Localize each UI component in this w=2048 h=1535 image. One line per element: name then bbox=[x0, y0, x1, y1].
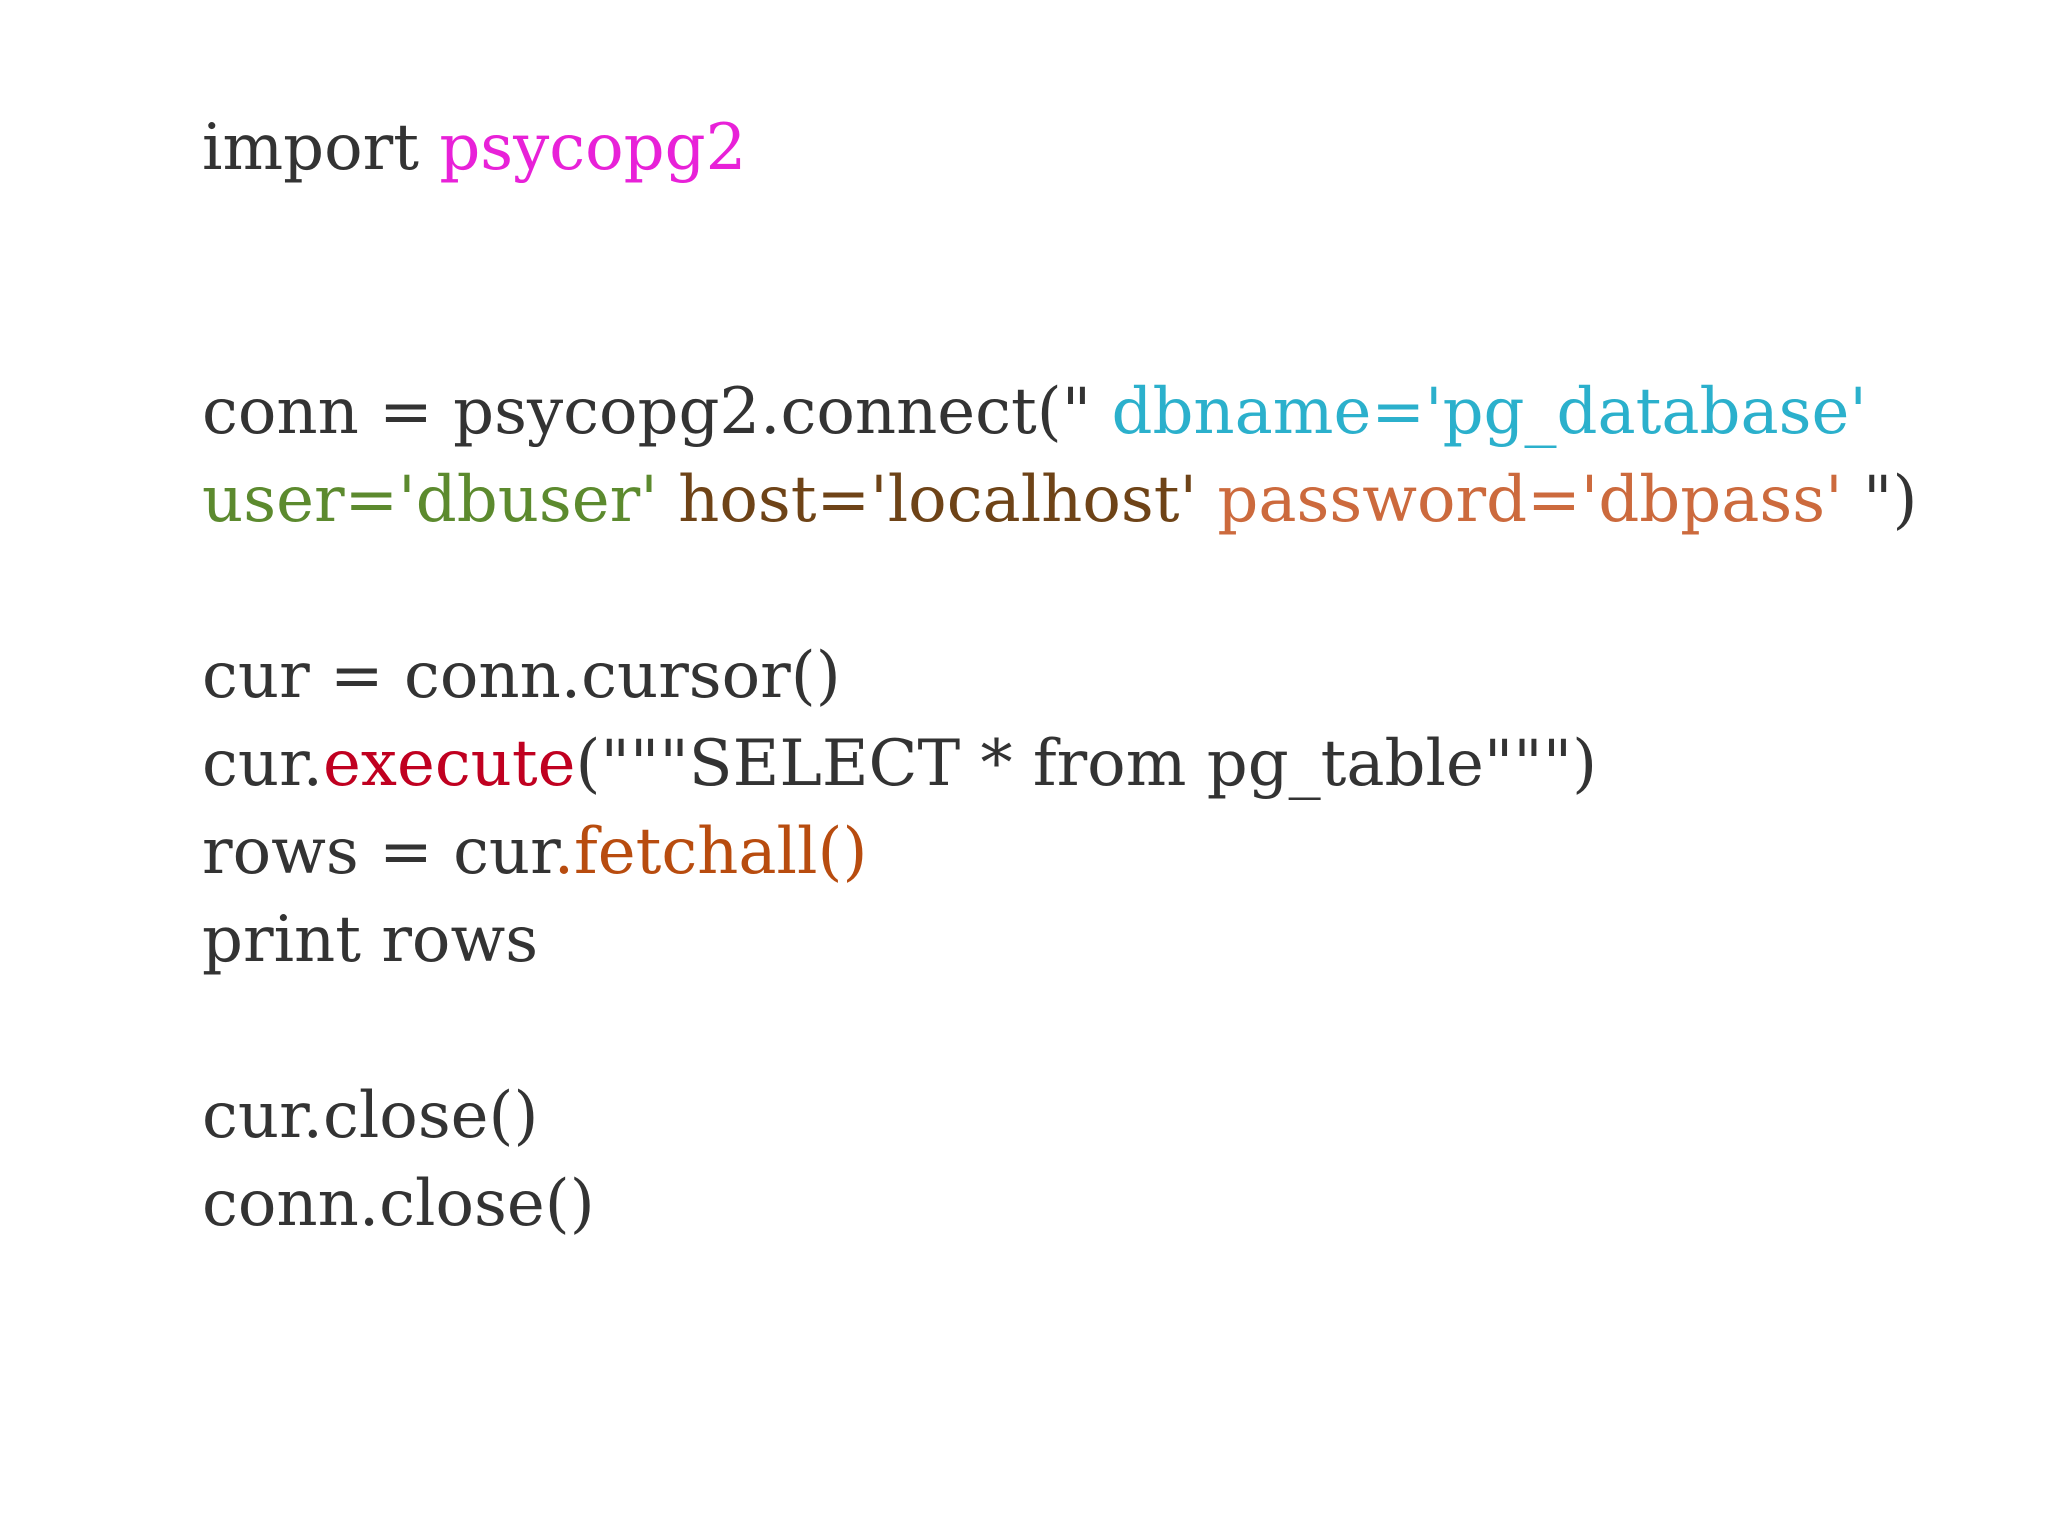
code-token: ") bbox=[1842, 463, 1918, 537]
code-line: print rows bbox=[202, 896, 2022, 984]
code-snippet: import psycopg2 conn = psycopg2.connect("… bbox=[202, 104, 2022, 1248]
code-line: cur.close() bbox=[202, 1072, 2022, 1160]
code-token: execute bbox=[322, 727, 576, 801]
code-line: import psycopg2 bbox=[202, 104, 2022, 192]
blank-line bbox=[202, 280, 2022, 368]
code-line: rows = cur.fetchall() bbox=[202, 808, 2022, 896]
code-token: psycopg2 bbox=[439, 111, 747, 185]
code-token: password='dbpass' bbox=[1217, 463, 1843, 537]
code-token: dbname='pg_database' bbox=[1111, 375, 1867, 449]
blank-line bbox=[202, 192, 2022, 280]
code-token: import bbox=[202, 111, 440, 185]
code-token: cur.close() bbox=[202, 1079, 539, 1153]
code-line: conn.close() bbox=[202, 1160, 2022, 1248]
code-token: conn = psycopg2.connect(" bbox=[202, 375, 1112, 449]
code-token: conn.close() bbox=[202, 1167, 595, 1241]
code-token: .fetchall() bbox=[553, 815, 868, 889]
code-line: user='dbuser' host='localhost' password=… bbox=[202, 456, 2022, 544]
code-token: ("""SELECT * from pg_table""") bbox=[575, 727, 1598, 801]
code-line: cur = conn.cursor() bbox=[202, 632, 2022, 720]
code-token: user='dbuser' bbox=[202, 463, 658, 537]
code-token: print rows bbox=[202, 903, 539, 977]
code-line: conn = psycopg2.connect(" dbname='pg_dat… bbox=[202, 368, 2022, 456]
code-token bbox=[658, 463, 678, 537]
blank-line bbox=[202, 984, 2022, 1072]
code-token: cur = conn.cursor() bbox=[202, 639, 841, 713]
code-token: host='localhost' bbox=[678, 463, 1198, 537]
code-token: cur. bbox=[202, 727, 323, 801]
code-line: cur.execute("""SELECT * from pg_table"""… bbox=[202, 720, 2022, 808]
code-token: rows = cur bbox=[202, 815, 554, 889]
code-token bbox=[1197, 463, 1217, 537]
blank-line bbox=[202, 544, 2022, 632]
